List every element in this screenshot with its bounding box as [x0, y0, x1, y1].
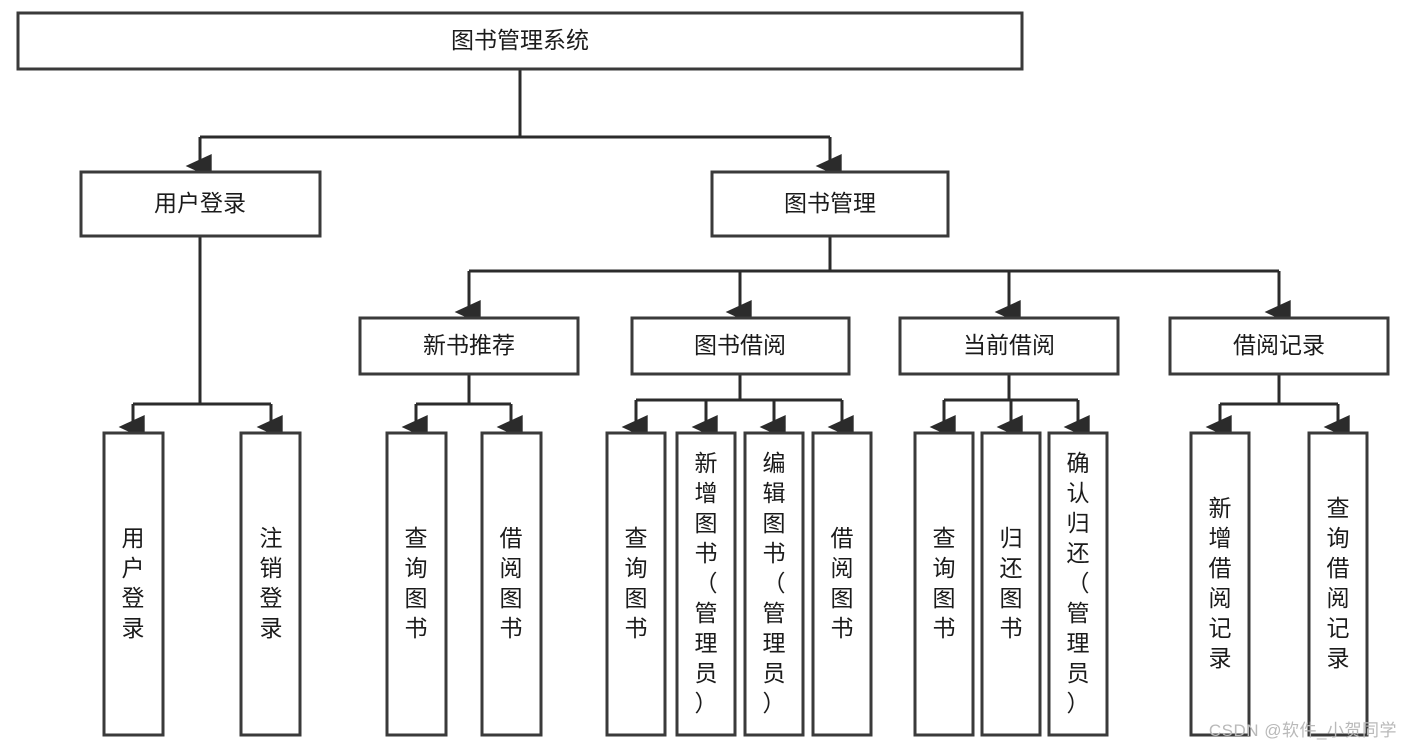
csdn-watermark: CSDN @软件_小贺同学 — [1208, 721, 1397, 740]
node-leaf-book-borrow-0[interactable]: 查询图书 — [605, 431, 667, 737]
node-leaf-rect[interactable] — [1047, 431, 1109, 737]
node-leaf-rect[interactable] — [605, 431, 667, 737]
node-leaf-rect[interactable] — [385, 431, 448, 737]
node-current-borrow-rect[interactable] — [898, 316, 1120, 376]
node-leaf-new-book-recommend-0[interactable]: 查询图书 — [385, 431, 448, 737]
node-leaf-current-borrow-2[interactable]: 确认归还（管理员） — [1047, 431, 1109, 737]
connector-group-userlogin-to-leaves — [118, 236, 283, 439]
node-leaf-rect[interactable] — [811, 431, 873, 737]
node-new-book-recommend-rect[interactable] — [358, 316, 580, 376]
node-book-borrow-label: 图书借阅 — [694, 332, 786, 358]
node-current-borrow-label: 当前借阅 — [963, 332, 1055, 358]
node-root-system[interactable]: 图书管理系统 — [16, 11, 1024, 71]
node-leaf-label: 查询图书 — [405, 525, 428, 641]
node-borrow-record-rect[interactable] — [1168, 316, 1390, 376]
node-root-label: 图书管理系统 — [451, 27, 589, 53]
node-book-borrow[interactable]: 图书借阅 — [630, 316, 851, 376]
node-leaf-rect[interactable] — [913, 431, 975, 737]
node-root-rect[interactable] — [16, 11, 1024, 71]
node-book-manage-label: 图书管理 — [784, 190, 876, 216]
connector-group-currentborrow-to-leaves — [929, 374, 1090, 439]
node-leaf-borrow-record-0[interactable]: 新增借阅记录 — [1189, 431, 1251, 737]
node-leaf-label: 注销登录 — [260, 525, 283, 641]
node-user-login-rect[interactable] — [79, 170, 322, 238]
node-leaf-book-borrow-1[interactable]: 新增图书（管理员） — [675, 431, 737, 737]
node-leaf-label: 借阅图书 — [500, 525, 523, 641]
connector-group-newbook-to-leaves — [401, 374, 523, 439]
connector-group-bookmanage-to-level3 — [454, 236, 1291, 324]
connector-group-borrowrecord-to-leaves — [1205, 374, 1350, 439]
node-leaf-new-book-recommend-1[interactable]: 借阅图书 — [480, 431, 543, 737]
node-book-borrow-rect[interactable] — [630, 316, 851, 376]
node-leaf-rect[interactable] — [675, 431, 737, 737]
node-new-book-recommend[interactable]: 新书推荐 — [358, 316, 580, 376]
node-leaf-current-borrow-1[interactable]: 归还图书 — [980, 431, 1042, 737]
node-leaf-user-login-0[interactable]: 用户登录 — [102, 431, 165, 737]
node-leaf-label: 查询图书 — [625, 525, 648, 641]
node-leaf-rect[interactable] — [102, 431, 165, 737]
node-leaf-label: 确认归还（管理员） — [1067, 450, 1090, 716]
node-new-book-recommend-label: 新书推荐 — [423, 332, 515, 358]
node-leaf-rect[interactable] — [743, 431, 805, 737]
node-leaf-user-login-1[interactable]: 注销登录 — [239, 431, 302, 737]
node-leaf-book-borrow-3[interactable]: 借阅图书 — [811, 431, 873, 737]
node-book-manage-rect[interactable] — [710, 170, 950, 238]
node-leaf-rect[interactable] — [1307, 431, 1369, 737]
node-leaf-rect[interactable] — [239, 431, 302, 737]
node-user-login-label: 用户登录 — [154, 190, 246, 216]
node-leaf-label: 借阅图书 — [831, 525, 854, 641]
node-borrow-record-label: 借阅记录 — [1233, 332, 1325, 358]
node-leaf-label: 查询借阅记录 — [1327, 495, 1350, 671]
node-leaf-book-borrow-2[interactable]: 编辑图书（管理员） — [743, 431, 805, 737]
node-borrow-record[interactable]: 借阅记录 — [1168, 316, 1390, 376]
node-leaf-label: 编辑图书（管理员） — [763, 450, 786, 716]
node-leaf-label: 新增图书（管理员） — [695, 450, 718, 716]
node-user-login[interactable]: 用户登录 — [79, 170, 322, 238]
node-leaf-label: 归还图书 — [1000, 525, 1023, 641]
connector-group-bookborrow-to-leaves — [621, 374, 854, 439]
node-current-borrow[interactable]: 当前借阅 — [898, 316, 1120, 376]
node-leaf-borrow-record-1[interactable]: 查询借阅记录 — [1307, 431, 1369, 737]
node-leaf-current-borrow-0[interactable]: 查询图书 — [913, 431, 975, 737]
node-leaf-label: 查询图书 — [933, 525, 956, 641]
node-book-manage[interactable]: 图书管理 — [710, 170, 950, 238]
node-leaf-rect[interactable] — [980, 431, 1042, 737]
connector-group-root-to-level2 — [185, 69, 842, 178]
node-leaf-label: 用户登录 — [122, 525, 145, 641]
node-leaf-rect[interactable] — [1189, 431, 1251, 737]
node-leaf-rect[interactable] — [480, 431, 543, 737]
node-leaf-label: 新增借阅记录 — [1209, 495, 1232, 671]
